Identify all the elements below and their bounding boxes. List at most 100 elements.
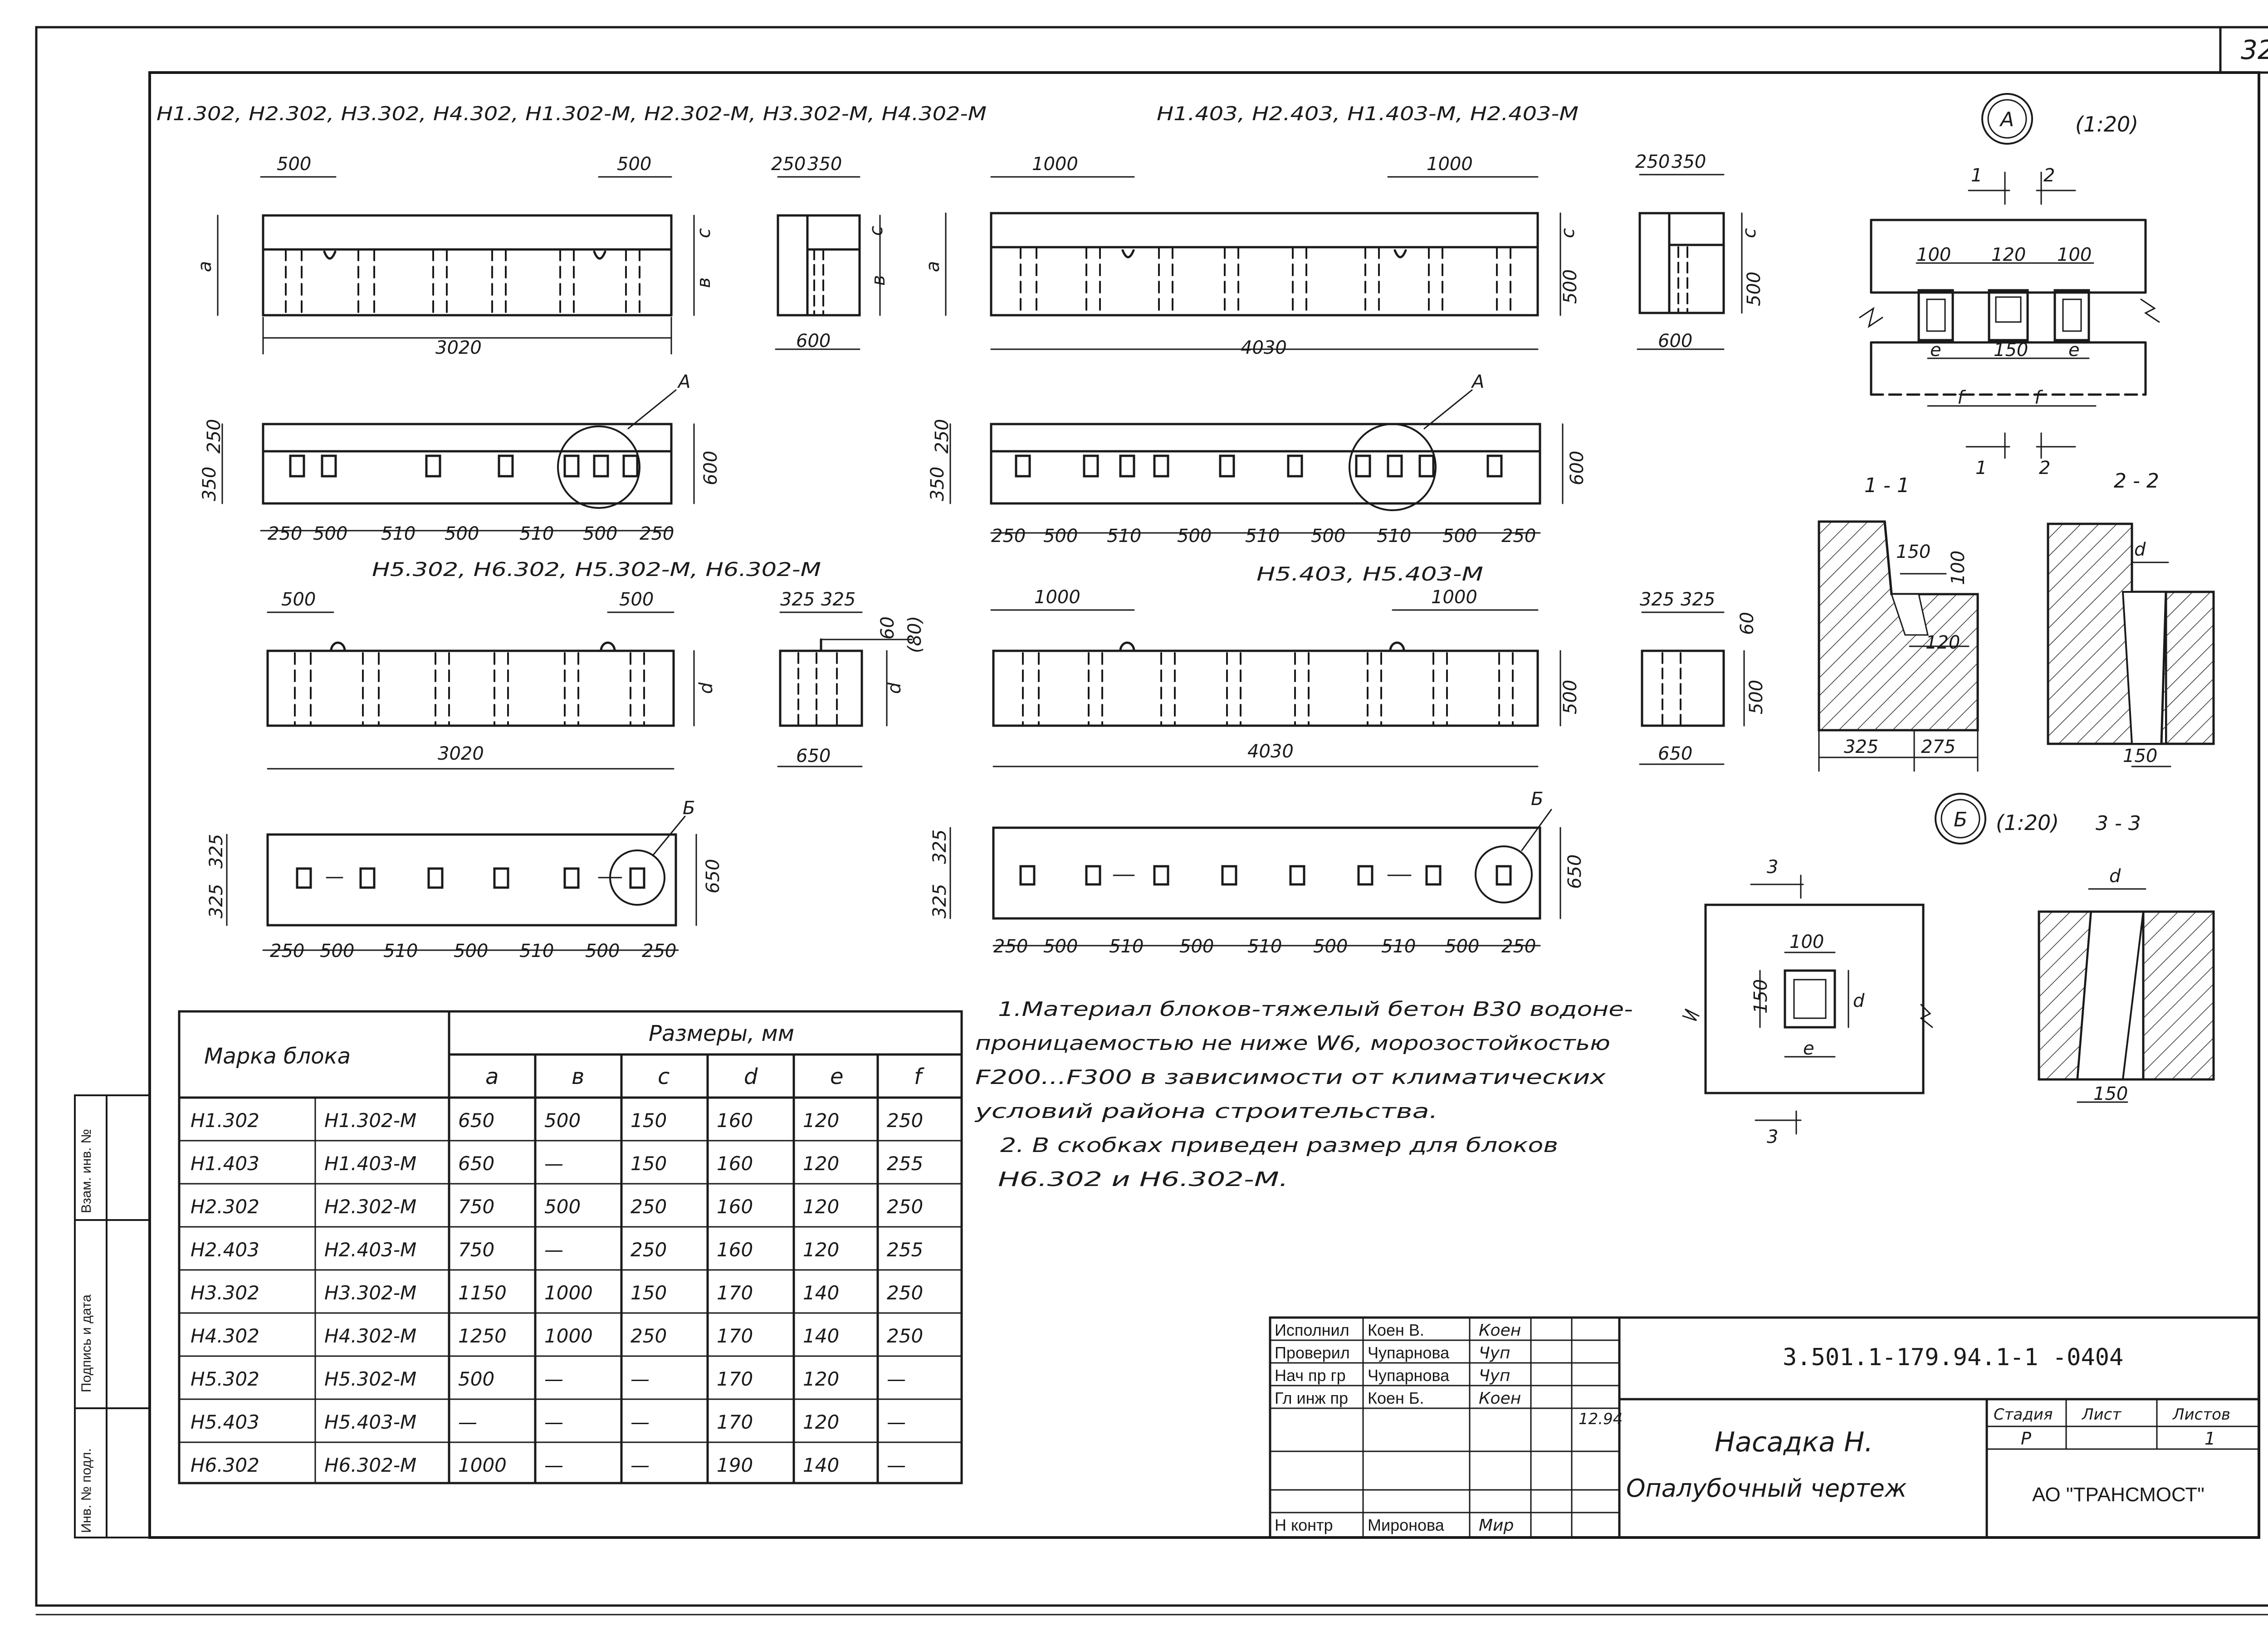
svg-text:в: в — [572, 1064, 584, 1089]
detail-A-dim-120: 120 — [1991, 244, 2026, 265]
g2-side-w2: 350 — [1672, 151, 1706, 172]
note-line-6: Н6.302 и Н6.302-М. — [998, 1168, 1288, 1191]
svg-text:500: 500 — [1179, 936, 1214, 957]
table-cell: 170 — [717, 1411, 753, 1433]
svg-text:500: 500 — [1445, 936, 1479, 957]
g2-dim-length: 4030 — [1241, 337, 1287, 358]
svg-text:510: 510 — [519, 523, 554, 544]
svg-text:500: 500 — [313, 523, 347, 544]
detail-B-dim-100: 100 — [1789, 932, 1824, 952]
detail-B-cut-3-top: 3 — [1767, 857, 1778, 878]
g1-plan-left2: 350 — [199, 467, 220, 501]
svg-text:250: 250 — [1501, 936, 1536, 957]
detail-B-cut-3-bottom: 3 — [1767, 1127, 1778, 1147]
table-cell: Н5.302 — [191, 1368, 259, 1390]
g1-dim-top-left: 500 — [277, 154, 311, 175]
table-cell: — — [887, 1368, 906, 1390]
table-cell: 150 — [631, 1152, 667, 1175]
g4-plan-left1: 325 — [929, 830, 950, 864]
detail-B-dim-e: e — [1803, 1038, 1814, 1059]
table-cell: Н2.302-М — [324, 1196, 416, 1218]
tb-name: Коен В. — [1368, 1321, 1424, 1339]
g4-side-w1: 325 — [1640, 589, 1674, 610]
table-cell: Н4.302 — [191, 1325, 259, 1347]
table-cell: 250 — [887, 1325, 923, 1347]
detail-B-dim-150: 150 — [1750, 979, 1771, 1014]
table-cell: Н6.302 — [191, 1454, 259, 1476]
detail-A-cut-1-bottom: 1 — [1975, 458, 1987, 478]
svg-text:500: 500 — [1311, 526, 1345, 547]
table-cell: 500 — [458, 1368, 494, 1390]
table-cell: 160 — [717, 1152, 753, 1175]
g2-side-base: 600 — [1658, 331, 1692, 351]
detail-B-plan — [1682, 793, 1986, 1135]
detail-A-plan — [1859, 93, 2160, 459]
table-cell: 500 — [544, 1196, 581, 1218]
group2-side-view — [1637, 174, 1743, 350]
note-line-5: 2. В скобках приведен размер для блоков — [1000, 1134, 1558, 1157]
g2-side-w1: 250 — [1635, 151, 1670, 172]
detail-A-cut-2-bottom: 2 — [2039, 458, 2050, 478]
table-cell: 650 — [458, 1109, 494, 1132]
table-cell: Н1.403-М — [324, 1152, 416, 1175]
g3-side-base: 650 — [796, 746, 831, 766]
table-cell: — — [458, 1411, 477, 1433]
tb-company: АО "ТРАНСМОСТ" — [2032, 1484, 2204, 1506]
svg-text:500: 500 — [585, 941, 620, 962]
group4-side-view — [1639, 611, 1745, 765]
table-cell: — — [887, 1411, 906, 1433]
svg-text:250: 250 — [991, 526, 1026, 547]
g1-side-w1: 250 — [771, 154, 806, 175]
g2-side-h: 500 — [1744, 272, 1765, 306]
svg-text:е: е — [830, 1064, 844, 1089]
svg-text:500: 500 — [1043, 526, 1078, 547]
g4-dim-top-right: 1000 — [1431, 587, 1477, 608]
detail-B-section-3-3 — [2038, 888, 2215, 1103]
table-cell: 255 — [887, 1152, 923, 1175]
table-cell: 140 — [803, 1282, 839, 1304]
detail-A-dim-e-right: e — [2068, 340, 2080, 361]
svg-text:f: f — [914, 1064, 924, 1089]
g3-dim-top-right: 500 — [619, 589, 654, 610]
g2-dim-top-right: 1000 — [1427, 154, 1473, 175]
g4-dim-top-left: 1000 — [1034, 587, 1080, 608]
tb-title-line-2: Опалубочный чертеж — [1626, 1474, 1907, 1503]
note-line-3: F200...F300 в зависимости от климатическ… — [975, 1066, 1606, 1089]
table-cell: Н1.403 — [191, 1152, 259, 1175]
table-cell: 1250 — [458, 1325, 507, 1347]
tb-doc-code: 3.501.1-179.94.1-1 -0404 — [1783, 1344, 2123, 1371]
g4-plan-bottom-dims: 250 500 510 500 510 500 510 500 250 — [993, 936, 1536, 957]
group3-side-view — [777, 611, 913, 767]
g2-plan-right: 600 — [1567, 451, 1588, 485]
table-cell: 1150 — [458, 1282, 507, 1304]
sec1-dim-100: 100 — [1948, 551, 1969, 585]
g2-dim-a: а — [923, 261, 943, 272]
tb-title-line-1: Насадка Н. — [1715, 1426, 1873, 1458]
svg-text:510: 510 — [1245, 526, 1280, 547]
table-cell: 750 — [458, 1239, 494, 1261]
g4-side-top: 60 — [1737, 612, 1758, 635]
g1-plan-callout: A — [677, 371, 690, 392]
g3-plan-left2: 325 — [206, 884, 227, 918]
sec3-dim-d: d — [2109, 866, 2121, 887]
sheet-inner-border — [148, 71, 2260, 1539]
tb-signature: Коен — [1479, 1389, 1521, 1408]
g4-side-base: 650 — [1658, 743, 1692, 764]
table-cell: 120 — [803, 1109, 839, 1132]
g3-side-w1: 325 — [780, 589, 815, 610]
svg-text:250: 250 — [268, 523, 302, 544]
g3-plan-bottom-dims: 250 500 510 500 510 500 250 — [270, 941, 676, 962]
table-cell: 120 — [803, 1152, 839, 1175]
g3-dim-d: d — [696, 682, 717, 694]
detail-B-callout: Б — [1954, 808, 1967, 831]
detail-A-dim-f-left: f — [1957, 387, 1966, 408]
table-cell: — — [887, 1454, 906, 1476]
table-cell: 255 — [887, 1239, 923, 1261]
g4-dim-length: 4030 — [1247, 741, 1294, 762]
tb-signature: Мир — [1479, 1516, 1514, 1535]
svg-text:500: 500 — [445, 523, 479, 544]
